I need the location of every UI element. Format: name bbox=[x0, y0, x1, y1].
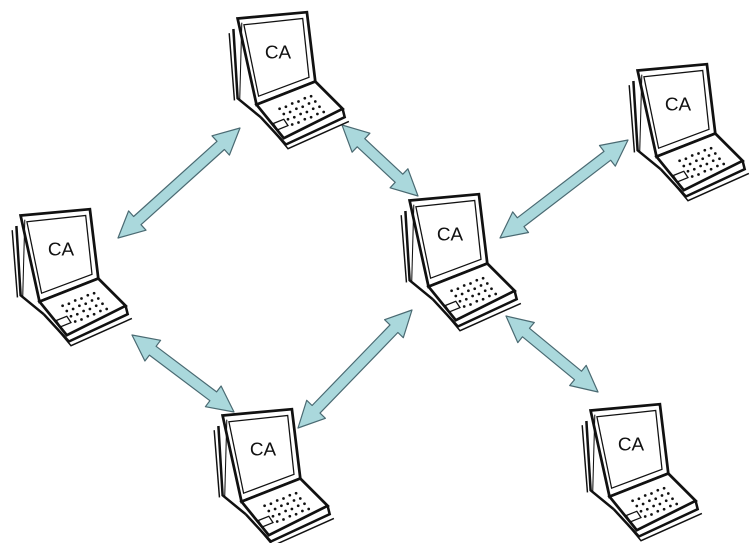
laptop-icon bbox=[212, 407, 336, 543]
arrow-top-left bbox=[117, 127, 241, 239]
node-label: CA bbox=[618, 434, 645, 455]
ca-node-left: CA bbox=[10, 207, 134, 348]
ca-node-right: CA bbox=[627, 62, 751, 203]
laptop-icon bbox=[10, 207, 134, 348]
node-label: CA bbox=[665, 94, 692, 115]
node-label: CA bbox=[265, 42, 292, 63]
arrow-top-center bbox=[341, 124, 419, 197]
node-label: CA bbox=[48, 239, 75, 260]
ca-node-center: CA bbox=[399, 192, 523, 333]
node-label: CA bbox=[437, 224, 464, 245]
connection-arrows bbox=[117, 124, 629, 429]
ca-node-bottom: CA bbox=[212, 407, 336, 543]
arrow-center-bottom bbox=[297, 309, 413, 429]
arrow-left-bottom bbox=[131, 334, 235, 413]
arrow-center-bottom-right bbox=[505, 315, 599, 393]
laptop-icon bbox=[580, 402, 704, 543]
laptop-icon bbox=[227, 10, 351, 151]
node-label: CA bbox=[250, 439, 277, 460]
arrow-center-right bbox=[499, 139, 629, 239]
ca-node-bottom-right: CA bbox=[580, 402, 704, 543]
laptop-icon bbox=[399, 192, 523, 333]
ca-node-top: CA bbox=[227, 10, 351, 151]
laptop-icon bbox=[627, 62, 751, 203]
